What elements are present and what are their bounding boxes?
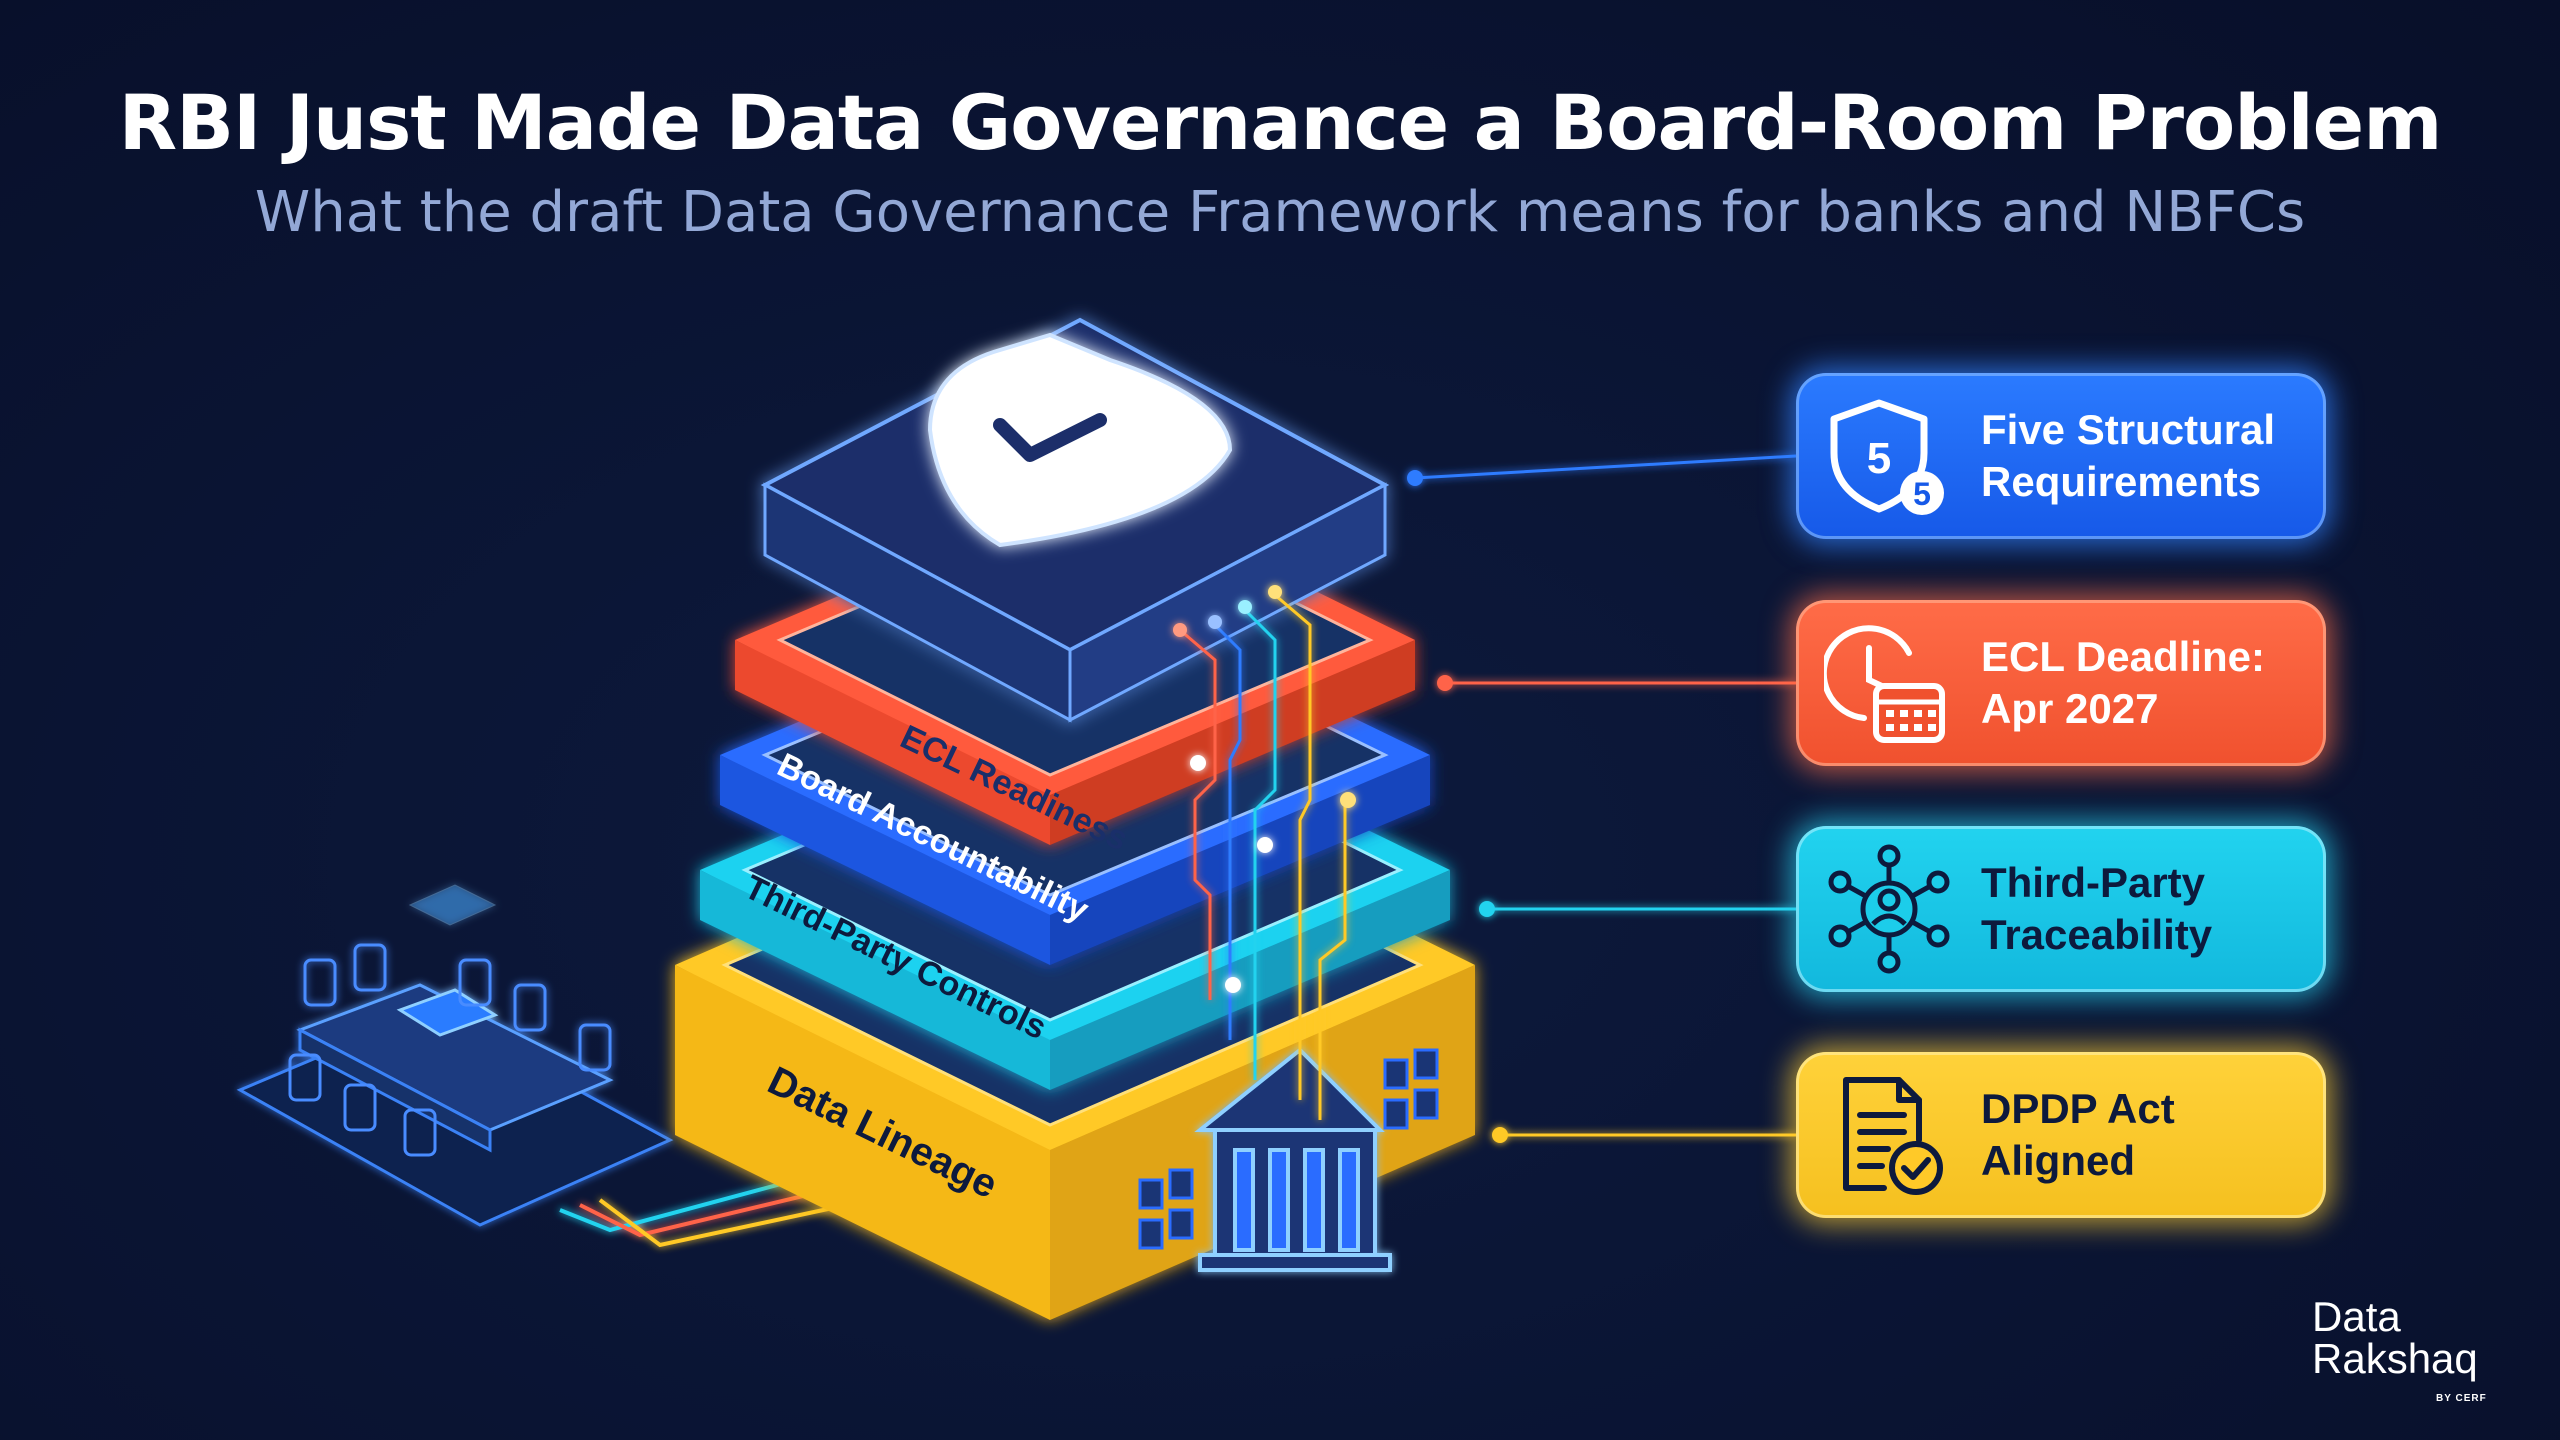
shield-five-icon: 5 5: [1830, 399, 1944, 515]
card-label: Third-Party Traceability: [1981, 859, 2213, 958]
wire-nodes: [1173, 585, 1356, 993]
card-third-party-traceability: Third-Party Traceability: [1796, 826, 2326, 992]
card-label: DPDP Act Aligned: [1981, 1085, 2175, 1184]
building-windows: [1138, 1048, 1439, 1250]
shield-check-icon: [927, 332, 1233, 548]
card-ecl-deadline: ECL Deadline: Apr 2027: [1796, 600, 2326, 766]
card-dpdp-act-aligned: DPDP Act Aligned: [1796, 1052, 2326, 1218]
badge-number: 5: [1913, 476, 1931, 512]
datarakshaq-logo: Data Rakshaq BY CERF: [2312, 1293, 2512, 1405]
logo-tagline: BY CERF: [2436, 1393, 2487, 1404]
network-person-icon: [1828, 844, 1950, 974]
clock-calendar-icon: [1824, 625, 1945, 743]
logo-line-2: Rakshaq: [2312, 1335, 2478, 1382]
page-subtitle: What the draft Data Governance Framework…: [254, 180, 2306, 245]
bank-building-icon: [1194, 1047, 1392, 1272]
card-label: Five Structural Requirements: [1981, 406, 2276, 505]
page-title: RBI Just Made Data Governance a Board-Ro…: [118, 78, 2443, 167]
shield-number: 5: [1867, 434, 1891, 483]
boardroom-illustration: [236, 884, 871, 1248]
data-wires: [1179, 593, 1347, 1120]
connector-lines: [1407, 454, 1797, 1143]
card-label: ECL Deadline: Apr 2027: [1981, 633, 2265, 732]
card-five-structural-requirements: 5 5 Five Structural Requirements: [1796, 373, 2326, 539]
document-check-icon: [1843, 1077, 1943, 1195]
logo-line-1: Data: [2312, 1293, 2401, 1340]
